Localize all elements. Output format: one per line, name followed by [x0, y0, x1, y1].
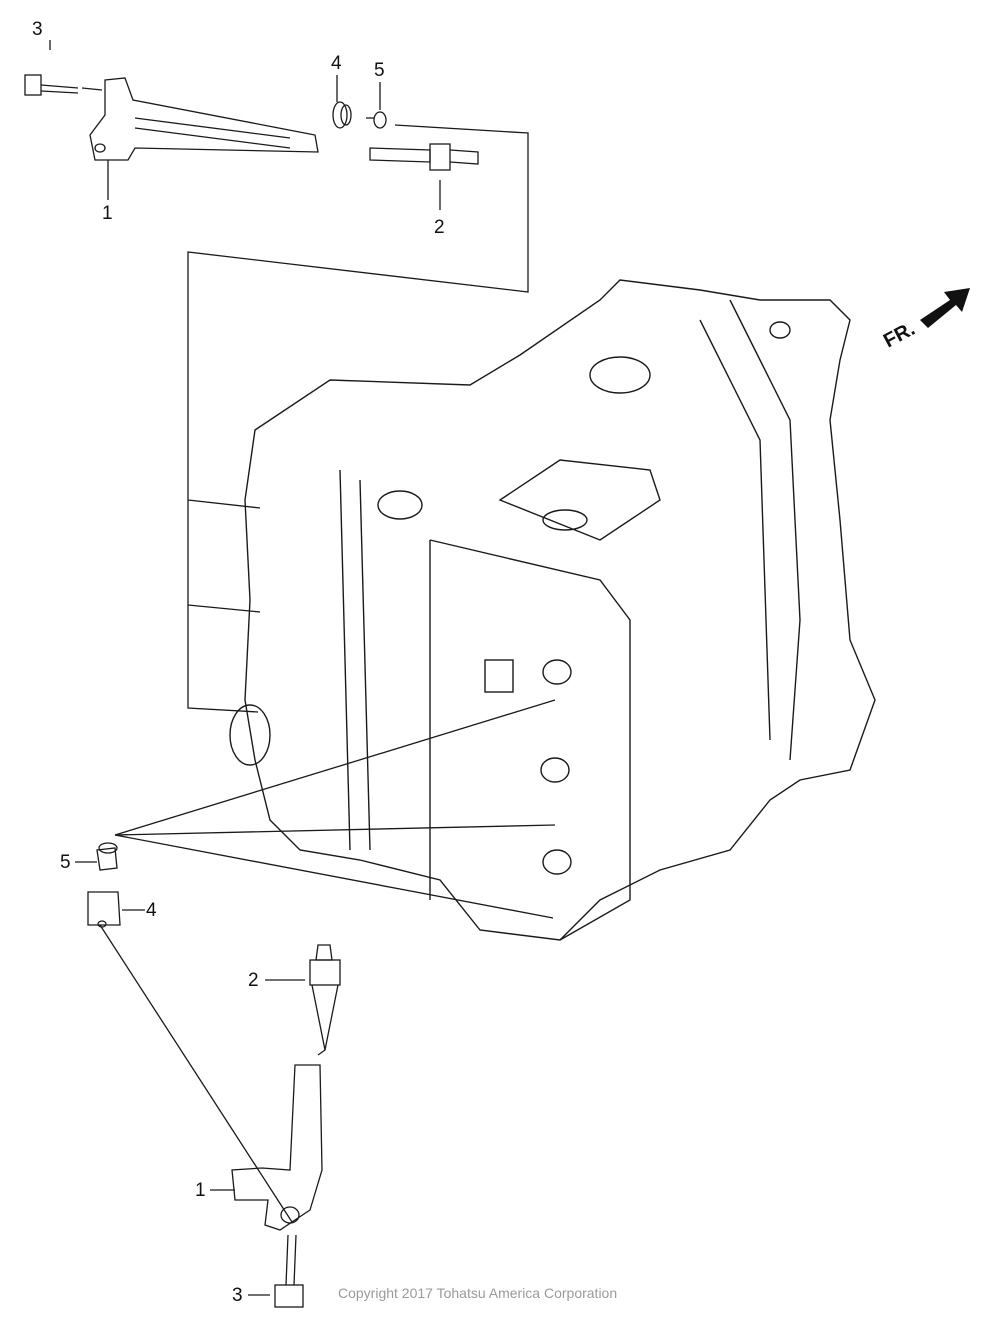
front-direction-arrow	[920, 288, 970, 328]
ignition-coil-top	[89, 77, 319, 161]
leader-lines	[49, 40, 556, 1296]
callout-4-top: 4	[331, 53, 342, 74]
copyright-notice: Copyright 2017 Tohatsu America Corporati…	[338, 1285, 618, 1301]
engine-block	[229, 279, 876, 941]
washer-bottom	[96, 842, 118, 871]
callout-5-bottom: 5	[60, 852, 71, 873]
seal-bottom	[87, 891, 121, 928]
washer-top	[366, 111, 387, 129]
callout-3-bottom: 3	[232, 1285, 243, 1306]
callout-1-top: 1	[102, 203, 113, 224]
spark-plug-bottom	[309, 944, 341, 1056]
front-label: FR.	[880, 318, 919, 353]
spark-plug-top	[369, 143, 479, 171]
bolt-bottom	[274, 1234, 304, 1308]
bolt-top	[24, 74, 79, 96]
callout-1-bottom: 1	[195, 1180, 206, 1201]
callout-2-top: 2	[434, 217, 445, 238]
ignition-coil-bottom	[231, 1064, 323, 1231]
callout-5-top: 5	[374, 60, 385, 81]
seal-top	[332, 101, 352, 129]
callout-4-bottom: 4	[146, 900, 157, 921]
callout-2-bottom: 2	[248, 970, 259, 991]
callout-3-top: 3	[32, 19, 43, 40]
